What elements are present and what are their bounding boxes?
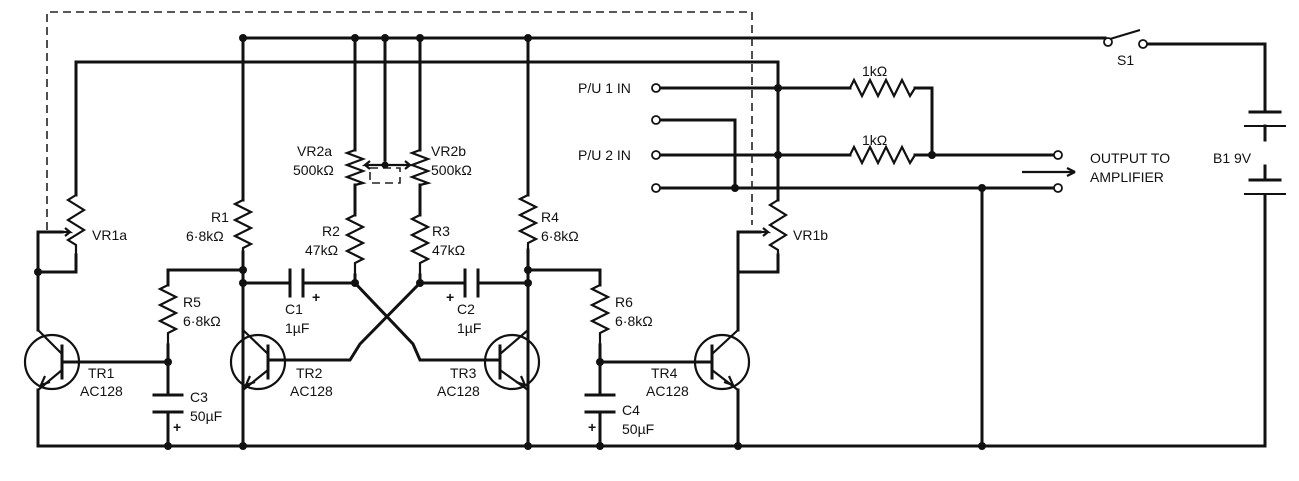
tr1-type: AC128 xyxy=(80,383,123,399)
tr1-label: TR1 xyxy=(88,365,115,381)
tr3-label: TR3 xyxy=(450,365,477,381)
vr2b-value: 500kΩ xyxy=(431,162,472,178)
tr2-transistor xyxy=(229,329,287,391)
r4-resistor xyxy=(517,194,539,250)
c2-plus: + xyxy=(446,289,454,305)
s1-label: S1 xyxy=(1117,52,1134,68)
capacitors xyxy=(152,268,616,414)
resistors xyxy=(62,77,916,345)
r6-label: R6 xyxy=(615,294,633,310)
s1-switch xyxy=(1103,28,1148,49)
c2-label: C2 xyxy=(457,301,475,317)
c4-capacitor xyxy=(584,393,616,414)
pu1-label: P/U 1 IN xyxy=(578,80,631,96)
vr1b-resistor xyxy=(767,199,789,255)
r5-label: R5 xyxy=(183,294,201,310)
c4-value: 50µF xyxy=(622,421,654,437)
rout1-resistor xyxy=(849,77,916,99)
tr3-transistor xyxy=(483,329,541,391)
r1-value: 6·8kΩ xyxy=(186,228,224,244)
vr2a-resistor xyxy=(343,148,367,187)
r4-label: R4 xyxy=(541,209,559,225)
r5-value: 6·8kΩ xyxy=(183,313,221,329)
r1-resistor xyxy=(232,199,254,252)
vr2b-resistor xyxy=(408,148,432,187)
output-label-line2: AMPLIFIER xyxy=(1090,169,1164,185)
r6-resistor xyxy=(589,284,611,345)
tr4-transistor xyxy=(693,329,751,391)
ganged-linkage xyxy=(46,11,753,230)
tr2-type: AC128 xyxy=(290,383,333,399)
labels: VR1a VR1b VR2a 500kΩ VR2b 500kΩ R1 6·8kΩ… xyxy=(80,52,1252,437)
vr1b-label: VR1b xyxy=(793,227,828,243)
r1-label: R1 xyxy=(211,209,229,225)
c3-capacitor xyxy=(152,393,184,414)
r3-label: R3 xyxy=(432,223,450,239)
c4-plus: + xyxy=(588,419,596,435)
junctions xyxy=(34,34,986,450)
r3-resistor xyxy=(409,214,431,275)
output-label-line1: OUTPUT TO xyxy=(1090,150,1170,166)
tr4-label: TR4 xyxy=(651,365,678,381)
c4-label: C4 xyxy=(622,402,640,418)
r2-value: 47kΩ xyxy=(305,242,338,258)
c1-capacitor xyxy=(288,268,305,298)
c3-plus: + xyxy=(173,419,181,435)
vr2a-label: VR2a xyxy=(297,143,332,159)
vr1a-resistor xyxy=(65,194,87,255)
tr3-type: AC128 xyxy=(437,383,480,399)
vr2b-label: VR2b xyxy=(431,143,466,159)
c1-label: C1 xyxy=(285,301,303,317)
c2-capacitor xyxy=(463,268,480,298)
rout1-value: 1kΩ xyxy=(862,63,887,79)
vr1a-label: VR1a xyxy=(92,227,127,243)
input-terminals xyxy=(651,83,1076,193)
r4-value: 6·8kΩ xyxy=(541,228,579,244)
r3-value: 47kΩ xyxy=(432,242,465,258)
rout2-value: 1kΩ xyxy=(862,132,887,148)
vr2-linkage xyxy=(369,167,401,184)
tr4-type: AC128 xyxy=(646,383,689,399)
r6-value: 6·8kΩ xyxy=(615,313,653,329)
r2-label: R2 xyxy=(322,223,340,239)
r5-resistor xyxy=(157,284,179,345)
c3-value: 50µF xyxy=(190,408,222,424)
vr2a-value: 500kΩ xyxy=(293,162,334,178)
c1-value: 1µF xyxy=(285,320,309,336)
c1-plus: + xyxy=(312,289,320,305)
pu2-label: P/U 2 IN xyxy=(578,147,631,163)
b1-battery xyxy=(1244,110,1286,195)
c2-value: 1µF xyxy=(457,320,481,336)
r2-resistor xyxy=(344,214,366,275)
rout2-resistor xyxy=(849,144,916,166)
tr2-label: TR2 xyxy=(296,365,323,381)
b1-label: B1 9V xyxy=(1213,150,1252,166)
tr1-transistor xyxy=(23,329,81,391)
c3-label: C3 xyxy=(190,389,208,405)
